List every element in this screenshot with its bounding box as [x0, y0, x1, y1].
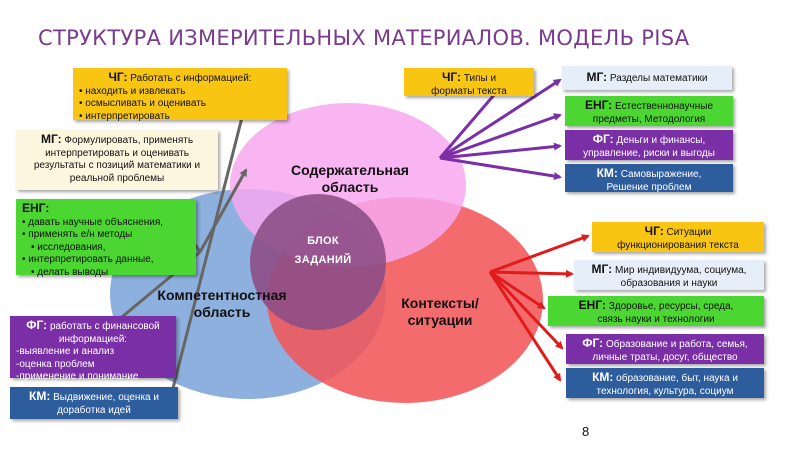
left-km-box: КМ: Выдвижение, оценка и доработка идей: [10, 387, 178, 419]
content-chg-box: ЧГ: Типы и форматы текста: [404, 68, 534, 97]
content-arrows: [438, 78, 562, 181]
content-mg-box: МГ: Разделы математики: [562, 66, 732, 90]
context-chg-box: ЧГ: Ситуации функционирования текста: [592, 222, 764, 252]
context-mg-box: МГ: Мир индивидуума, социума, образовани…: [574, 260, 764, 290]
page-title: СТРУКТУРА ИЗМЕРИТЕЛЬНЫХ МАТЕРИАЛОВ. МОДЕ…: [38, 26, 690, 50]
context-arrows: [488, 234, 590, 382]
context-eng-box: ЕНГ: Здоровье, ресурсы, среда, связь нау…: [548, 296, 764, 326]
context-area-label: Контексты/ситуации: [401, 295, 479, 328]
left-eng-box: ЕНГ: давать научные объяснения, применят…: [16, 199, 196, 278]
content-fg-box: ФГ: Деньги и финансы, управление, риски …: [565, 130, 733, 160]
left-fg-box: ФГ: работать с финансовой информацией: -…: [10, 316, 176, 382]
left-mg-box: МГ: Формулировать, применять интерпретир…: [16, 130, 218, 190]
content-km-box: КМ: Самовыражение, Решение проблем: [565, 164, 733, 193]
left-chg-box: ЧГ: Работать с информацией: находить и и…: [73, 68, 287, 122]
context-fg-box: ФГ: Образование и работа, семья, личные …: [566, 334, 764, 364]
context-km-box: КМ: образование, быт, наука и технология…: [566, 368, 764, 398]
core-circle: [250, 194, 386, 330]
page-number: 8: [582, 424, 590, 439]
content-eng-box: ЕНГ: Естественнонаучные предметы, Методо…: [565, 96, 733, 126]
